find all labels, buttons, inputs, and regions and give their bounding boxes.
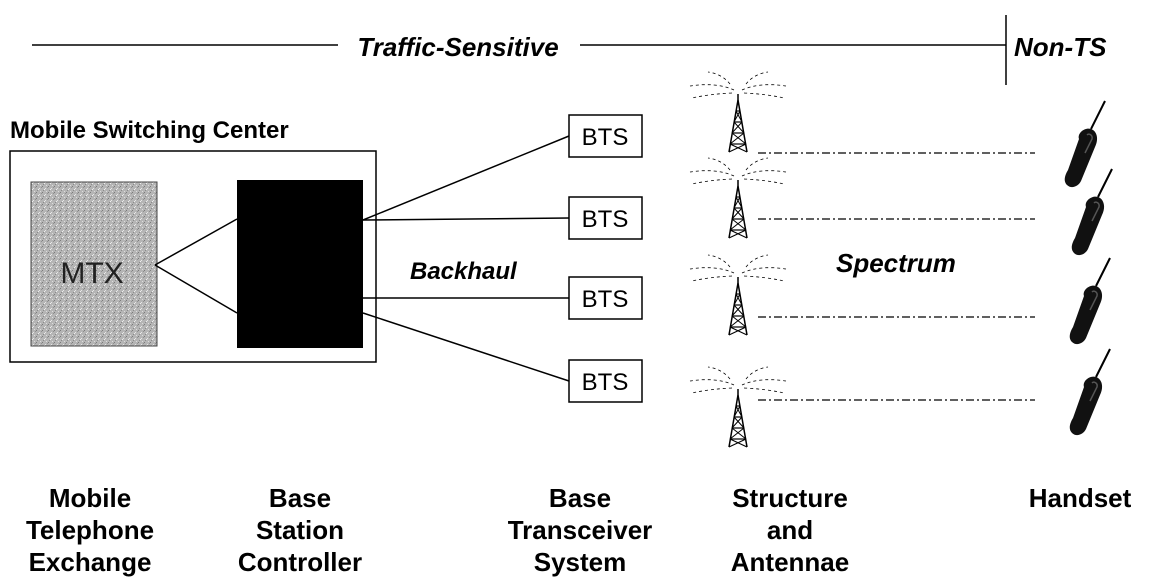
caption-line: Station xyxy=(255,515,345,545)
bts-label: BTS xyxy=(582,124,629,151)
bts-1: BTS xyxy=(568,114,643,158)
bts-3: BTS xyxy=(568,276,643,320)
structure-antennae-caption: Structure and Antennae xyxy=(690,482,890,578)
backhaul-link-4 xyxy=(362,312,570,382)
radio-links xyxy=(758,152,1035,401)
backhaul-link-1 xyxy=(362,135,570,221)
non-ts-label: Non-TS xyxy=(1014,32,1107,62)
caption-line: Exchange xyxy=(28,547,152,577)
backhaul-links xyxy=(362,135,570,382)
bsc-block xyxy=(237,180,363,348)
handset-icon xyxy=(1063,100,1106,189)
mtx-label: MTX xyxy=(60,257,123,290)
msc-title: Mobile Switching Center xyxy=(10,117,289,144)
handset-caption: Handset xyxy=(1000,482,1160,514)
mtx-bsc-link-upper xyxy=(154,218,238,266)
bts-4: BTS xyxy=(568,359,643,403)
traffic-sensitive-label: Traffic-Sensitive xyxy=(357,32,558,62)
caption-line: Telephone xyxy=(25,515,155,545)
handset-icon xyxy=(1068,257,1111,346)
caption-line: Controller xyxy=(237,547,363,577)
spectrum-label: Spectrum xyxy=(836,248,956,278)
mobile-telephone-exchange-caption: Mobile Telephone Exchange xyxy=(0,482,180,578)
backhaul-label: Backhaul xyxy=(410,258,518,285)
caption-line: Structure xyxy=(732,483,848,513)
bts-label: BTS xyxy=(582,206,629,233)
tower-icon xyxy=(689,366,787,448)
tower-icon xyxy=(689,157,787,239)
bts-label: BTS xyxy=(582,369,629,396)
bts-2: BTS xyxy=(568,196,643,240)
caption-line: and xyxy=(766,515,814,545)
caption-line: Base xyxy=(548,483,612,513)
base-transceiver-system-caption: Base Transceiver System xyxy=(480,482,680,578)
bts-box xyxy=(568,114,643,158)
base-station-controller-caption: Base Station Controller xyxy=(210,482,390,578)
backhaul-link-2 xyxy=(362,217,570,221)
msc-box xyxy=(9,150,377,363)
tower-icon xyxy=(689,71,787,153)
mtx-bsc-link-lower xyxy=(154,264,238,314)
handset-icon xyxy=(1068,348,1111,437)
bts-box xyxy=(568,196,643,240)
bts-box xyxy=(568,359,643,403)
caption-line: System xyxy=(533,547,627,577)
caption-line: Antennae xyxy=(730,547,850,577)
tower-icon xyxy=(689,254,787,336)
caption-line: Base xyxy=(268,483,332,513)
mtx-block xyxy=(30,181,158,347)
bts-label: BTS xyxy=(582,286,629,313)
caption-line: Handset xyxy=(1028,483,1132,513)
caption-line: Mobile xyxy=(48,483,132,513)
bts-box xyxy=(568,276,643,320)
caption-line: Transceiver xyxy=(507,515,653,545)
